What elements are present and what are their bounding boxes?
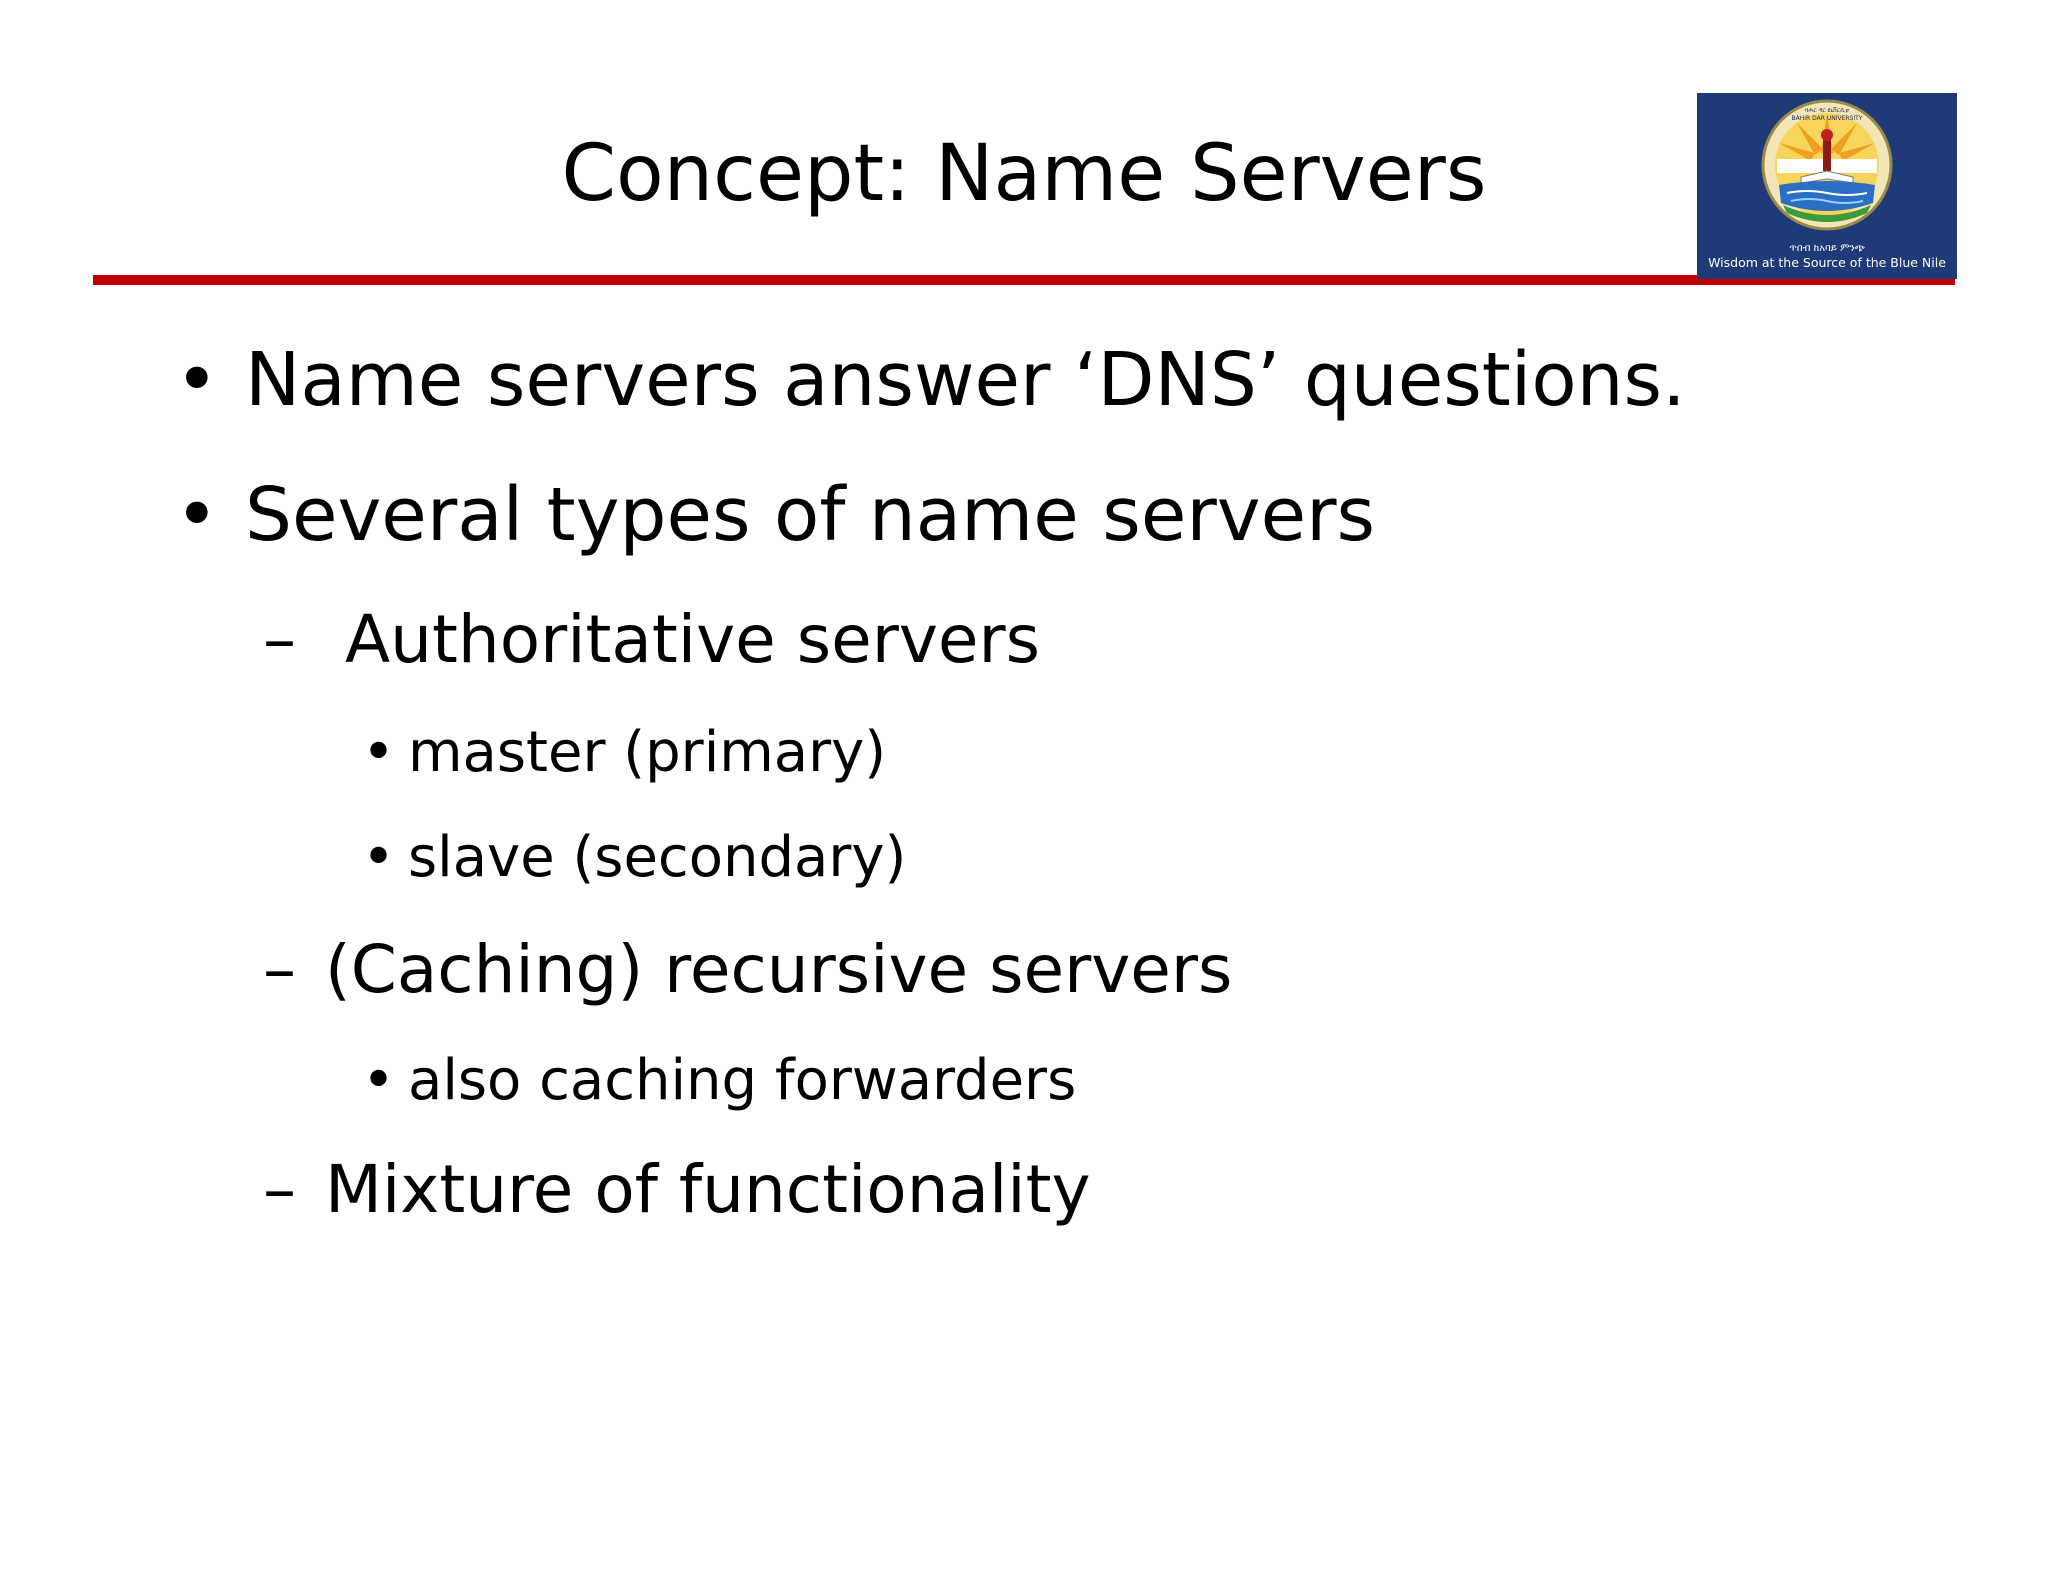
sub-sub-bullet-text: slave (secondary) [408,825,907,890]
logo-caption-english: Wisdom at the Source of the Blue Nile [1708,255,1946,270]
bullet-marker: • [362,720,396,785]
title-underline [93,275,1955,285]
sub-sub-bullet-text: also caching forwarders [408,1048,1077,1113]
university-seal-icon [1761,99,1893,231]
dash-marker: – [263,1151,296,1228]
bullet-item: • Several types of name servers [175,470,1375,560]
bullet-text: Name servers answer ‘DNS’ questions. [245,337,1686,423]
sub-sub-bullet-item: •also caching forwarders [362,1046,1076,1116]
logo-ring-text-top: ባሕር ዳር ዩኒቨርሲቲ [1805,107,1849,114]
sub-bullet-item: –Mixture of functionality [263,1150,1091,1230]
sub-sub-bullet-item: •slave (secondary) [362,823,906,893]
logo-caption-amharic: ጥበብ ከአባይ ምንጭ [1789,243,1865,254]
dash-marker: – [263,931,296,1008]
sub-bullet-item: –(Caching) recursive servers [263,930,1232,1010]
university-logo: ባሕር ዳር ዩኒቨርሲቲ BAHIR DAR UNIVERSITY ጥበብ ከ… [1697,93,1957,279]
dash-marker: – [263,601,296,678]
bullet-marker: • [175,337,219,423]
bullet-item: • Name servers answer ‘DNS’ questions. [175,335,1686,425]
sub-bullet-text: (Caching) recursive servers [325,931,1233,1008]
sub-bullet-text: Mixture of functionality [325,1151,1091,1228]
logo-ring-text-bottom: BAHIR DAR UNIVERSITY [1791,115,1863,122]
slide-title: Concept: Name Servers [561,129,1487,219]
bullet-marker: • [362,825,396,890]
bullet-text: Several types of name servers [245,472,1376,558]
sub-bullet-text: Authoritative servers [345,601,1041,678]
bullet-marker: • [175,472,219,558]
sub-sub-bullet-text: master (primary) [408,720,887,785]
sub-bullet-item: –Authoritative servers [263,600,1040,680]
bullet-marker: • [362,1048,396,1113]
sub-sub-bullet-item: •master (primary) [362,718,886,788]
